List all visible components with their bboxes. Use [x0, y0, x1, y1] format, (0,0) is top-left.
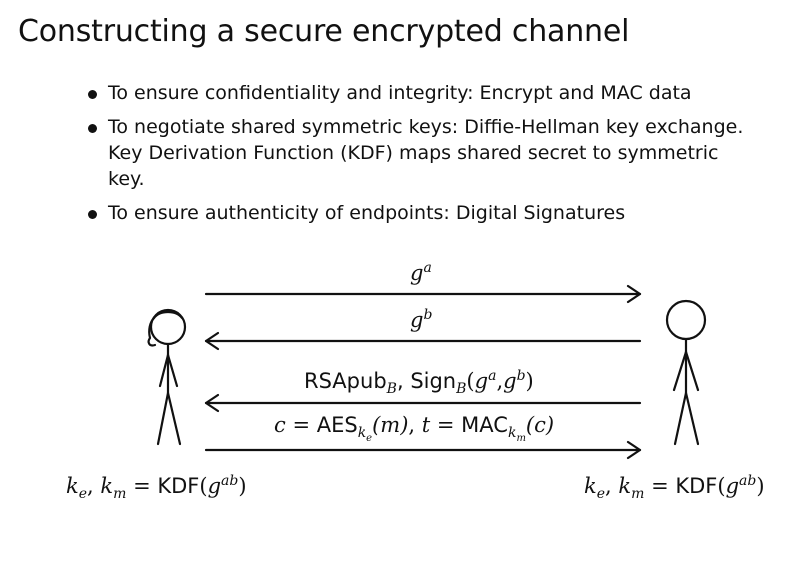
bullet-item: To negotiate shared symmetric keys: Diff… [88, 114, 748, 192]
bullet-item: To ensure authenticity of endpoints: Dig… [88, 200, 748, 226]
key-derivation-right: ke, km = KDF(gab) [584, 473, 765, 503]
arrow-left-icon [204, 331, 642, 351]
bullet-text: To ensure confidentiality and integrity:… [108, 82, 692, 104]
bullet-dot-icon [88, 90, 97, 99]
bullet-text: To negotiate shared symmetric keys: Diff… [108, 116, 744, 190]
key-derivation-left: ke, km = KDF(gab) [66, 473, 247, 503]
bullet-text: To ensure authenticity of endpoints: Dig… [108, 202, 626, 224]
arrow-right-icon [204, 284, 642, 304]
bob-stick-figure-icon [665, 299, 707, 446]
alice-stick-figure-icon [147, 308, 187, 446]
message-g-a: ga [410, 260, 432, 285]
bullet-list: To ensure confidentiality and integrity:… [88, 80, 748, 234]
bullet-dot-icon [88, 210, 97, 219]
bullet-item: To ensure confidentiality and integrity:… [88, 80, 748, 106]
message-aes-mac: c = AESke(m), t = MACkm(c) [274, 413, 555, 444]
message-rsapub-sign: RSApubB, SignB(ga,gb) [304, 368, 534, 398]
bullet-dot-icon [88, 124, 97, 133]
slide-title: Constructing a secure encrypted channel [18, 14, 630, 49]
message-g-b: gb [410, 307, 433, 332]
arrow-right-icon [204, 440, 642, 460]
arrow-left-icon [204, 393, 642, 413]
